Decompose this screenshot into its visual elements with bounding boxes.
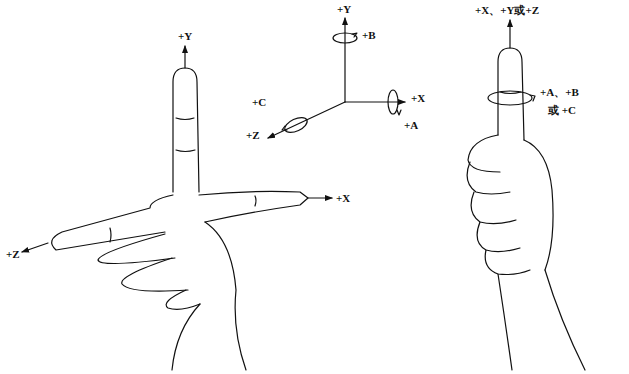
axis-label: +B bbox=[362, 29, 376, 41]
axis-label: +Y bbox=[178, 30, 192, 42]
axis-label: +C bbox=[252, 96, 266, 108]
axis-label: +Z bbox=[6, 248, 20, 260]
axis-label: +X bbox=[411, 92, 425, 104]
axis-label: +Y bbox=[337, 3, 351, 15]
axis-label: +X bbox=[336, 192, 350, 204]
axis-label: 或 +C bbox=[548, 104, 576, 116]
axis-label: +A bbox=[404, 119, 418, 131]
axis-label: +A、+B bbox=[540, 86, 579, 98]
axis-label: +X、+Y或+Z bbox=[475, 4, 539, 16]
axis-label: +Z bbox=[246, 129, 260, 141]
